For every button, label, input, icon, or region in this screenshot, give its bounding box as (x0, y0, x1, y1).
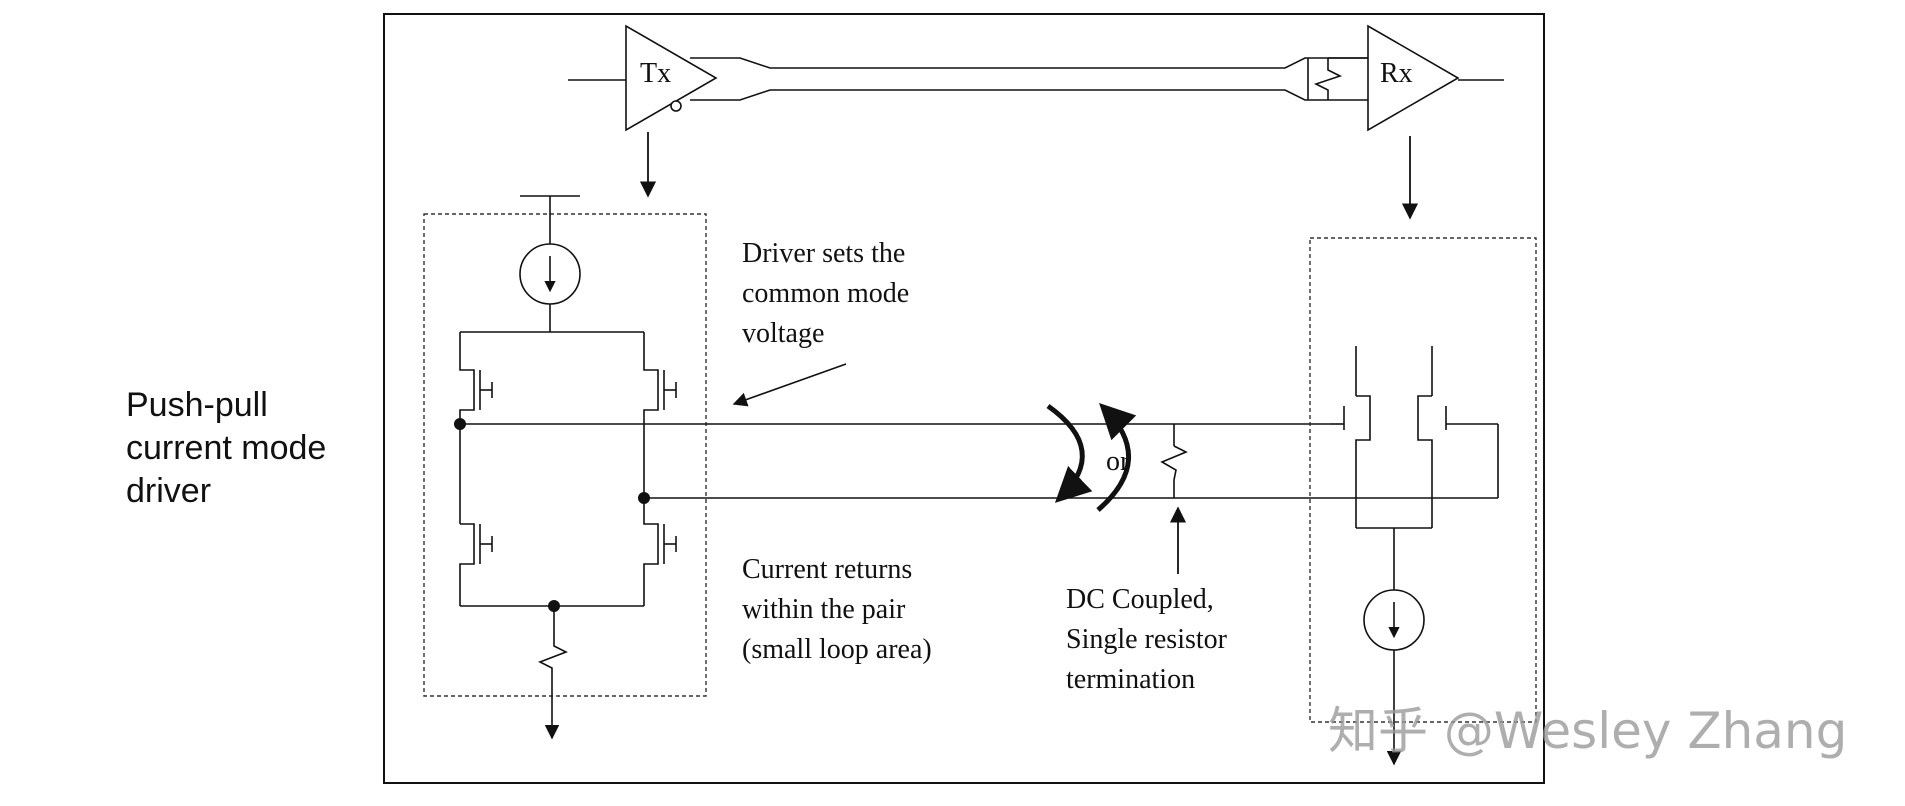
diagram-frame (383, 13, 1545, 784)
annotation-line: Driver sets the (742, 238, 905, 269)
common-mode-pointer-arrow (732, 363, 847, 407)
driver-current-source (519, 243, 581, 305)
tx-buffer (568, 24, 718, 132)
annotation-dc-coupled: DC Coupled, Single resistor termination (1066, 584, 1228, 695)
watermark: 知乎 @Wesley Zhang (1328, 702, 1847, 760)
annotation-line: common mode (742, 278, 909, 309)
annotation-driver-common-mode: Driver sets the common mode voltage (742, 238, 909, 349)
driver-node-bottom (548, 600, 560, 612)
annotation-line: termination (1066, 664, 1195, 695)
current-loop-arrows (1046, 403, 1137, 512)
rx-buffer (1367, 24, 1504, 132)
driver-detail-box (423, 213, 707, 697)
receiver-circuit (1330, 346, 1499, 766)
annotation-line: voltage (742, 318, 824, 349)
differential-channel (690, 57, 1368, 101)
annotation-line: (small loop area) (742, 634, 932, 665)
side-label-push-pull: Push-pull current mode driver (126, 386, 327, 510)
receiver-current-source (1363, 589, 1425, 651)
annotation-line: Current returns (742, 554, 912, 585)
annotation-current-returns: Current returns within the pair (small l… (742, 554, 932, 665)
driver-circuit (459, 195, 677, 740)
annotation-line: Single resistor (1066, 624, 1228, 655)
annotation-line: DC Coupled, (1066, 584, 1214, 615)
rx-label: Rx (1380, 58, 1413, 89)
tx-label: Tx (640, 58, 671, 89)
receiver-detail-box (1309, 237, 1537, 723)
or-label: or (1106, 446, 1130, 477)
differential-pair-lines (460, 423, 1498, 499)
annotation-line: within the pair (742, 594, 906, 625)
